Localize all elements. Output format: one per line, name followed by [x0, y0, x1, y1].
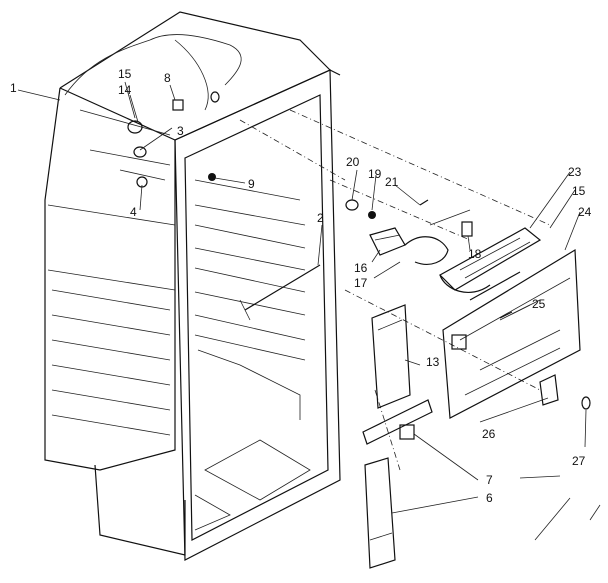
label-part-7: 7 — [486, 473, 493, 487]
air-baffle — [371, 304, 411, 409]
label-part-27: 27 — [572, 454, 586, 468]
projection-lines — [239, 109, 551, 471]
duct-6 — [364, 457, 396, 569]
label-part-1: 1 — [10, 81, 17, 95]
label-part-26: 26 — [482, 427, 496, 441]
label-part-25: 25 — [532, 297, 546, 311]
leader-lines — [17, 81, 587, 514]
cabinet-body — [44, 11, 341, 556]
label-part-21: 21 — [385, 175, 399, 189]
label-part-15-right: 15 — [572, 184, 586, 198]
label-part-13: 13 — [426, 355, 440, 369]
damper-components — [127, 91, 220, 188]
shield-7 — [362, 399, 433, 445]
control-assembly — [345, 199, 473, 265]
cabinet-front-frame — [174, 69, 341, 561]
label-part-20: 20 — [346, 155, 360, 169]
label-part-8: 8 — [164, 71, 171, 85]
label-part-19: 19 — [368, 167, 382, 181]
label-part-24: 24 — [578, 205, 592, 219]
edge-marks — [519, 475, 601, 541]
label-part-16: 16 — [354, 261, 368, 275]
small-parts — [499, 311, 591, 410]
light-housing — [439, 227, 542, 294]
part-labels: 1 2 3 4 6 7 8 9 13 14 15 15 16 17 18 19 … — [10, 67, 592, 505]
label-part-4: 4 — [130, 205, 137, 219]
label-part-2: 2 — [317, 211, 324, 225]
label-part-9: 9 — [248, 177, 255, 191]
label-part-14: 14 — [118, 83, 132, 97]
label-part-17: 17 — [354, 276, 368, 290]
label-part-15-left: 15 — [118, 67, 132, 81]
label-part-18: 18 — [468, 247, 482, 261]
label-part-6: 6 — [486, 491, 493, 505]
control-panel — [442, 248, 581, 419]
label-part-23: 23 — [568, 165, 582, 179]
label-part-3: 3 — [177, 124, 184, 138]
